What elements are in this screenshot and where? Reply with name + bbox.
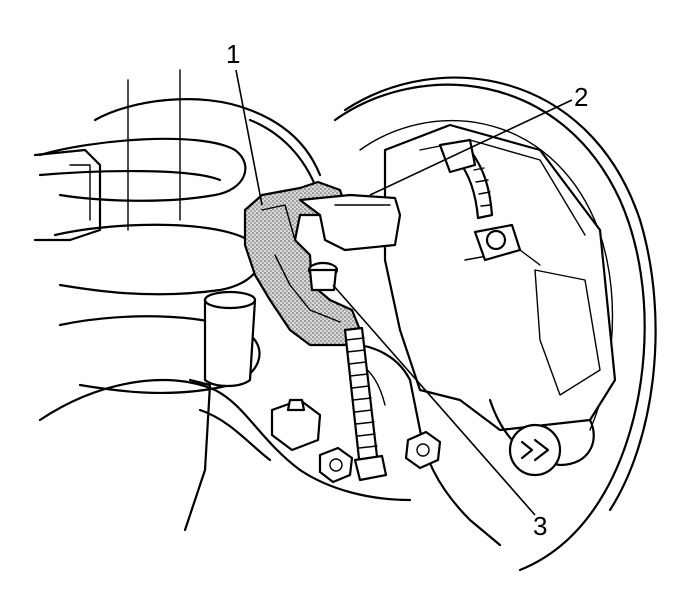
caliper-bolts (270, 398, 442, 484)
brake-hose (438, 138, 522, 262)
brake-caliper (383, 123, 617, 477)
suspension-bracket (33, 148, 102, 242)
callout-1: 1 (226, 39, 263, 206)
callout-1-label: 1 (226, 39, 240, 69)
caliper-compressor-tool (243, 180, 402, 482)
strut-mount (203, 290, 257, 388)
steering-knuckle (38, 342, 502, 547)
callout-2-label: 2 (574, 82, 588, 112)
thread-lines (345, 337, 378, 449)
callout-3: 3 (332, 284, 547, 541)
callout-3-label: 3 (533, 511, 547, 541)
callout-2: 2 (369, 82, 588, 196)
